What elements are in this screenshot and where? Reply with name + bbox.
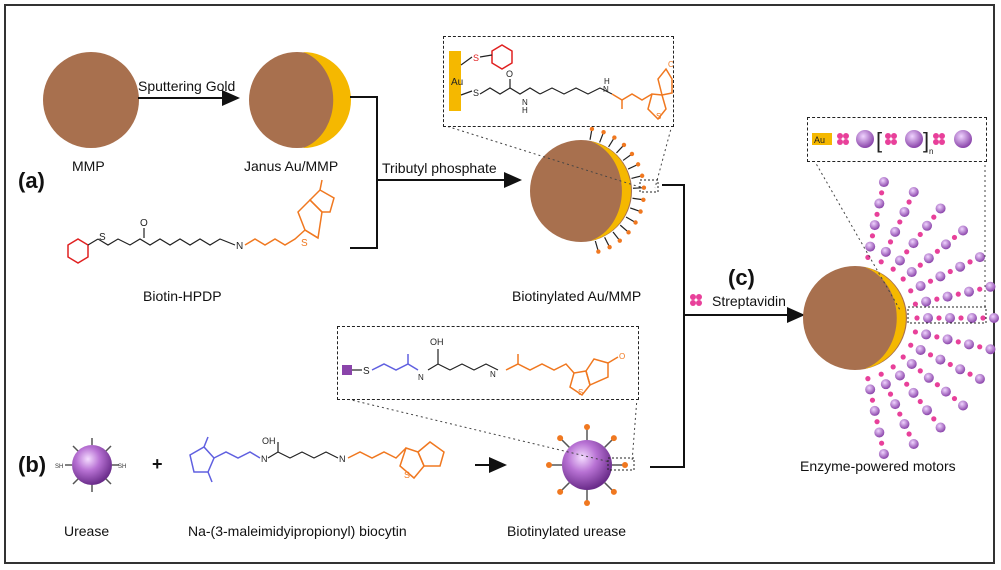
sputtering-label: Sputtering Gold: [138, 78, 236, 94]
svg-text:S: S: [578, 388, 583, 397]
svg-text:S: S: [473, 53, 479, 63]
svg-text:N: N: [418, 373, 424, 382]
janus-label: Janus Au/MMP: [244, 158, 339, 174]
svg-text:OH: OH: [262, 436, 276, 446]
biotin-hpdp-label: Biotin-HPDP: [143, 288, 222, 304]
svg-text:O: O: [668, 60, 673, 69]
svg-text:Au: Au: [814, 135, 825, 145]
svg-text:Au: Au: [451, 77, 463, 88]
biotinylated-au-mmp-label: Biotinylated Au/MMP: [512, 288, 642, 304]
chain-inset: Au [ ] n: [807, 117, 987, 162]
zoom-line: [342, 397, 611, 463]
panel-c-label: (c): [728, 265, 755, 290]
biotinylated-urease-label: Biotinylated urease: [507, 523, 627, 539]
mmp-particle: [43, 52, 139, 148]
biotin-urease-structure: S OH N N O S: [342, 337, 625, 397]
panel-a-label: (a): [18, 168, 45, 193]
zoom-target: [639, 179, 659, 193]
svg-text:S: S: [404, 470, 410, 480]
biocytin-label: Na-(3-maleimidyipropionyl) biocytin: [188, 523, 407, 539]
urease-label: Urease: [64, 523, 110, 539]
svg-text:N: N: [339, 454, 346, 464]
svg-text:SH: SH: [118, 464, 126, 470]
biotin-au-inset: Au S S O N H N H O S: [443, 36, 674, 127]
svg-text:S: S: [656, 112, 661, 121]
au-mmp-connector: [650, 184, 685, 468]
svg-text:O: O: [140, 218, 148, 229]
motors-label: Enzyme-powered motors: [800, 458, 956, 474]
janus-connector: [350, 96, 378, 249]
svg-text:H: H: [604, 77, 610, 86]
svg-text:[: [: [876, 128, 882, 153]
zoom-target: [607, 457, 635, 471]
svg-text:N: N: [236, 241, 243, 252]
janus-particle: [249, 52, 351, 148]
urease-biotin-spikes: [546, 424, 628, 506]
panel-b-label: (b): [18, 452, 47, 477]
zoom-line: [654, 124, 673, 189]
motor-particle: [803, 266, 907, 370]
streptavidin-label: Streptavidin: [712, 293, 786, 309]
urease-particle: SH SH: [55, 438, 126, 492]
tributyl-label: Tributyl phosphate: [382, 160, 497, 176]
svg-text:N: N: [522, 98, 528, 107]
svg-text:S: S: [473, 88, 479, 98]
svg-text:S: S: [99, 232, 106, 243]
svg-text:H: H: [522, 106, 528, 115]
biotinylated-au-mmp-particle: [530, 140, 632, 242]
biocytin-structure: N OH N S: [189, 436, 445, 483]
svg-text:N: N: [261, 454, 268, 464]
svg-text:OH: OH: [430, 337, 444, 347]
biotin-au-structure: Au S S O N H N H O S: [449, 44, 674, 121]
svg-text:]: ]: [923, 128, 929, 153]
biotin-hpdp-structure: S O N S: [67, 179, 335, 264]
mmp-label: MMP: [72, 158, 105, 174]
biotin-spikes: [589, 126, 647, 254]
biotin-urease-inset: S OH N N O S: [337, 326, 639, 400]
chain-structure: Au [ ] n: [812, 128, 972, 156]
zoom-line: [813, 159, 901, 311]
svg-text:SH: SH: [55, 464, 63, 470]
svg-text:N: N: [490, 370, 496, 379]
svg-text:S: S: [301, 238, 308, 249]
biotinylated-urease-particle: [562, 440, 612, 490]
urease-chains: [865, 177, 999, 459]
svg-text:S: S: [363, 366, 370, 377]
svg-text:O: O: [506, 69, 513, 79]
svg-text:O: O: [619, 352, 625, 361]
svg-text:N: N: [603, 85, 609, 94]
svg-text:n: n: [929, 147, 933, 156]
zoom-line: [631, 397, 638, 463]
plus-sign: +: [152, 454, 163, 474]
zoom-target: [907, 306, 987, 324]
streptavidin-icon: [690, 294, 702, 306]
